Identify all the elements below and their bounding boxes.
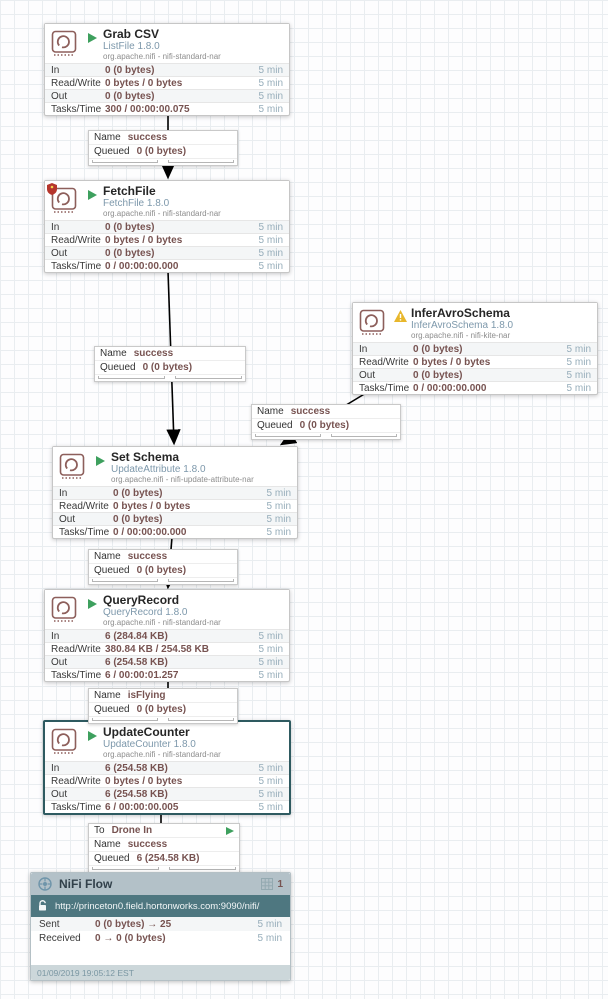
processor-header: Grab CSV ListFile 1.8.0 org.apache.nifi …	[45, 24, 289, 63]
processor-header: QueryRecord QueryRecord 1.8.0 org.apache…	[45, 590, 289, 629]
processor-name: FetchFile	[103, 184, 156, 198]
processor-header: InferAvroSchema InferAvroSchema 1.8.0 or…	[353, 303, 597, 342]
remote-group-title: NiFi Flow	[59, 877, 113, 891]
processor-header: Set Schema UpdateAttribute 1.8.0 org.apa…	[53, 447, 297, 486]
remote-group-body-spacer	[31, 945, 290, 965]
processor-type: ListFile 1.8.0	[103, 41, 160, 52]
remote-group-icon	[38, 877, 52, 891]
restricted-shield-icon	[47, 183, 57, 195]
processor-header: FetchFile FetchFile 1.8.0 org.apache.nif…	[45, 181, 289, 220]
processor-set-schema[interactable]: Set Schema UpdateAttribute 1.8.0 org.apa…	[52, 446, 298, 539]
processor-type: UpdateCounter 1.8.0	[103, 739, 196, 750]
run-status-icon	[88, 190, 97, 200]
remote-group-refresh-timestamp: 01/09/2019 19:05:12 EST	[31, 965, 290, 980]
backpressure-bars	[252, 433, 400, 439]
processor-header: UpdateCounter UpdateCounter 1.8.0 org.ap…	[45, 722, 289, 761]
processor-icon	[51, 30, 77, 56]
run-status-icon	[88, 33, 97, 43]
run-status-icon	[88, 731, 97, 741]
remote-process-group-nifi-flow[interactable]: NiFi Flow 1 http://princeton0.field.hort…	[30, 872, 291, 981]
backpressure-bars	[89, 866, 239, 872]
processor-queryrecord[interactable]: QueryRecord QueryRecord 1.8.0 org.apache…	[44, 589, 290, 682]
processor-name: Grab CSV	[103, 27, 160, 41]
processor-type: UpdateAttribute 1.8.0	[111, 464, 206, 475]
processor-name: QueryRecord	[103, 593, 180, 607]
remote-group-url-band: http://princeton0.field.hortonworks.com:…	[31, 895, 290, 917]
processor-type: FetchFile 1.8.0	[103, 198, 170, 209]
processor-name: Set Schema	[111, 450, 180, 464]
remote-group-url: http://princeton0.field.hortonworks.com:…	[55, 900, 260, 912]
warning-icon	[394, 310, 407, 322]
processor-bundle: org.apache.nifi - nifi-standard-nar	[103, 209, 221, 218]
remote-port-running-icon	[226, 826, 234, 835]
backpressure-bars	[89, 578, 237, 584]
backpressure-bars	[89, 159, 237, 165]
processor-bundle: org.apache.nifi - nifi-standard-nar	[103, 52, 221, 61]
sent-row: Sent 0 (0 bytes) → 25 5 min	[31, 917, 290, 931]
remote-group-header: NiFi Flow 1	[31, 873, 290, 895]
received-row: Received 0 → 0 (0 bytes) 5 min	[39, 932, 282, 944]
transmitting-ports-icon	[261, 878, 274, 890]
processor-bundle: org.apache.nifi - nifi-update-attribute-…	[111, 475, 254, 484]
processor-type: QueryRecord 1.8.0	[103, 607, 188, 618]
processor-icon	[59, 453, 85, 479]
processor-grab-csv[interactable]: Grab CSV ListFile 1.8.0 org.apache.nifi …	[44, 23, 290, 116]
run-status-icon	[96, 456, 105, 466]
processor-fetchfile[interactable]: FetchFile FetchFile 1.8.0 org.apache.nif…	[44, 180, 290, 273]
backpressure-bars	[89, 717, 237, 723]
processor-bundle: org.apache.nifi - nifi-standard-nar	[103, 750, 221, 759]
processor-name: InferAvroSchema	[411, 306, 510, 320]
processor-inferavroschema[interactable]: InferAvroSchema InferAvroSchema 1.8.0 or…	[352, 302, 598, 395]
transmitting-port-count: 1	[277, 878, 283, 890]
processor-bundle: org.apache.nifi - nifi-standard-nar	[103, 618, 221, 627]
processor-name: UpdateCounter	[103, 725, 190, 739]
processor-icon	[51, 596, 77, 622]
unlock-icon	[39, 900, 46, 911]
backpressure-bars	[95, 375, 245, 381]
processor-updatecounter[interactable]: UpdateCounter UpdateCounter 1.8.0 org.ap…	[43, 720, 291, 815]
processor-bundle: org.apache.nifi - nifi-kite-nar	[411, 331, 511, 340]
processor-type: InferAvroSchema 1.8.0	[411, 320, 514, 331]
processor-icon	[51, 728, 77, 754]
processor-icon	[51, 187, 77, 213]
processor-icon	[359, 309, 385, 335]
run-status-icon	[88, 599, 97, 609]
